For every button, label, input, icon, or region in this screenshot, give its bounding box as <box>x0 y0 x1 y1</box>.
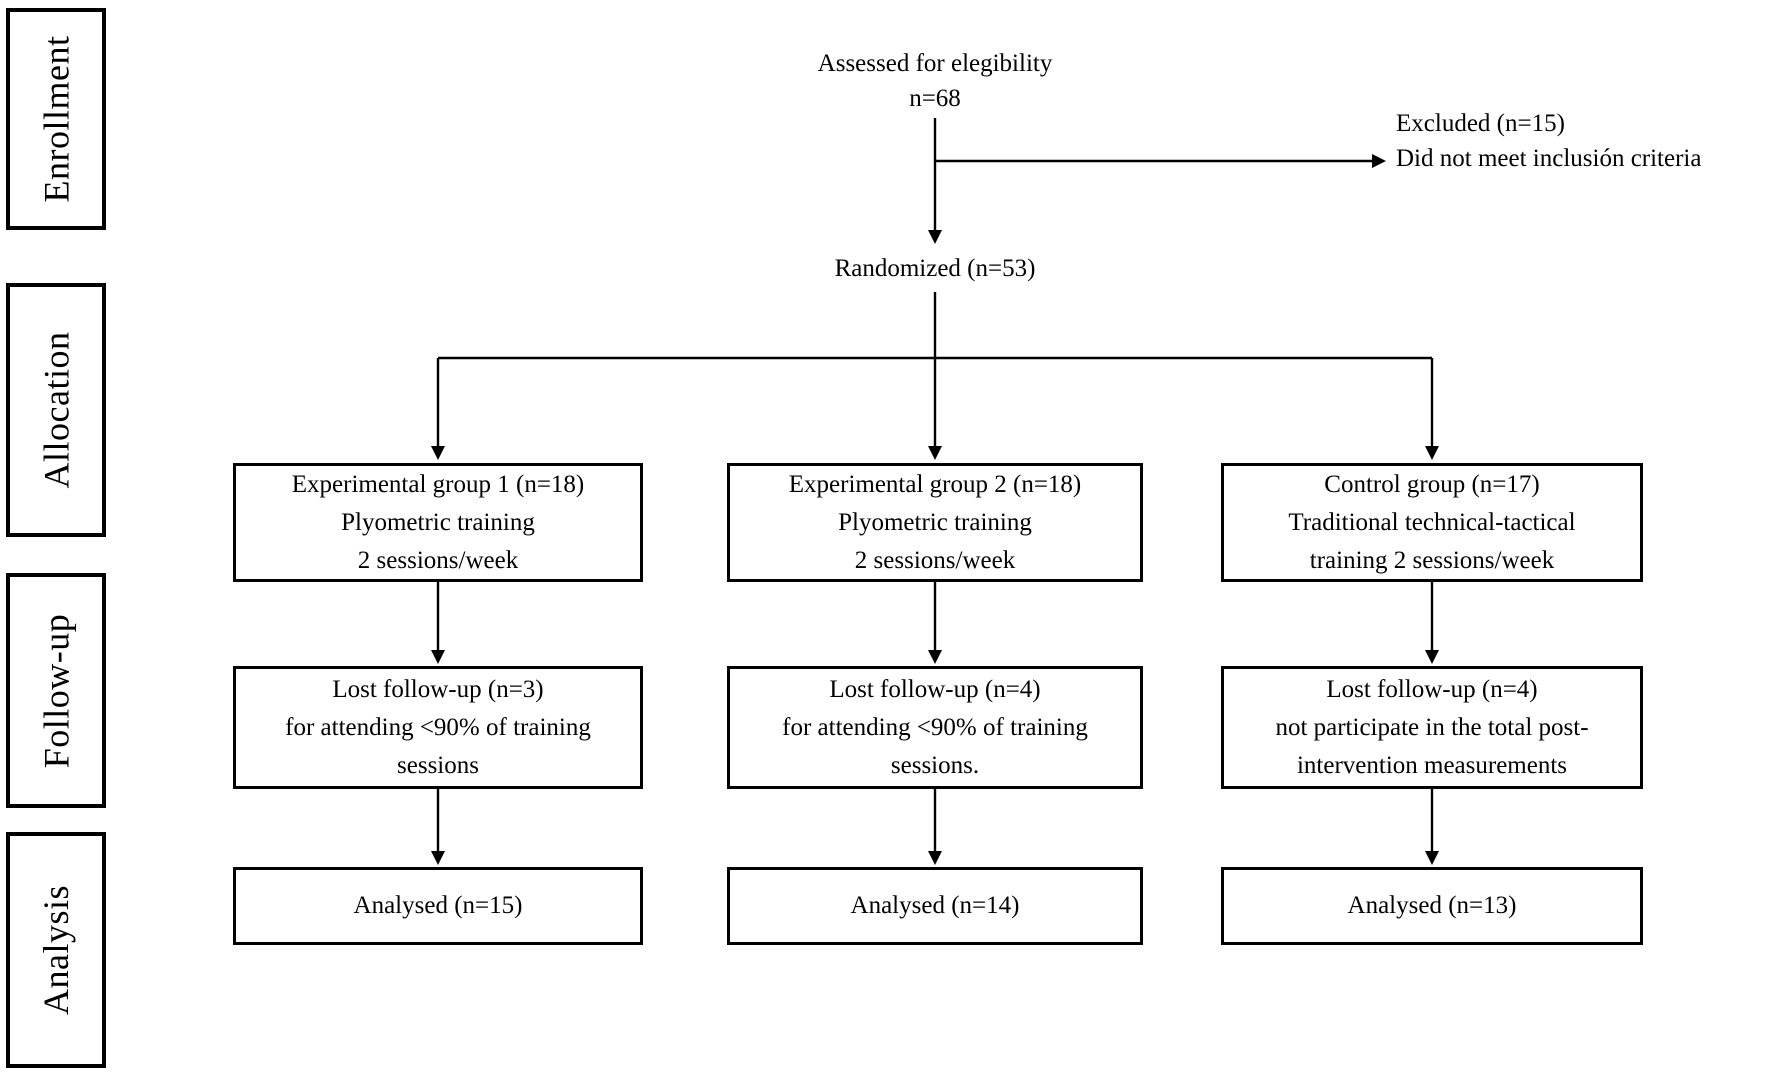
fu2-reason1: for attending <90% of training <box>782 713 1088 741</box>
fu1-reason1: for attending <90% of training <box>285 713 591 741</box>
exp1-intervention: Plyometric training <box>341 508 535 536</box>
control-title: Control group (n=17) <box>1324 470 1540 498</box>
arrow-followup3-to-analysis <box>1425 789 1439 865</box>
fu3-title: Lost follow-up (n=4) <box>1326 675 1538 703</box>
arrow-assessed-to-randomized <box>928 118 942 244</box>
flow-box-analysed-control: Analysed (n=13) <box>1221 867 1643 945</box>
flow-box-experimental-group-1: Experimental group 1 (n=18) Plyometric t… <box>233 463 643 582</box>
flow-box-lost-followup-exp1: Lost follow-up (n=3) for attending <90% … <box>233 666 643 789</box>
fu3-reason2: intervention measurements <box>1296 751 1568 779</box>
stage-box-allocation: Allocation <box>6 283 106 537</box>
stage-label-analysis: Analysis <box>36 885 76 1015</box>
fu1-reason2: sessions <box>397 751 479 779</box>
arrow-followup1-to-analysis <box>431 789 445 865</box>
analysed2-text: Analysed (n=14) <box>850 892 1020 919</box>
node-assessed-for-eligibility: Assessed for elegibility n=68 <box>635 46 1235 116</box>
stage-box-enrollment: Enrollment <box>6 8 106 230</box>
fu3-reason1: not participate in the total post- <box>1275 713 1589 741</box>
flow-box-analysed-exp2: Analysed (n=14) <box>727 867 1143 945</box>
arrow-control-to-followup <box>1425 582 1439 664</box>
exp2-frequency: 2 sessions/week <box>854 546 1016 574</box>
exp2-intervention: Plyometric training <box>838 508 1032 536</box>
control-intervention: Traditional technical-tactical <box>1288 508 1576 536</box>
control-frequency: training 2 sessions/week <box>1309 546 1555 574</box>
flow-box-lost-followup-exp2: Lost follow-up (n=4) for attending <90% … <box>727 666 1143 789</box>
exp2-title: Experimental group 2 (n=18) <box>788 470 1082 498</box>
arrow-split-to-exp1 <box>431 358 445 460</box>
node-excluded: Excluded (n=15) Did not meet inclusión c… <box>1396 106 1772 176</box>
arrow-exp2-to-followup <box>928 582 942 664</box>
node-randomized: Randomized (n=53) <box>635 251 1235 286</box>
analysed3-text: Analysed (n=13) <box>1347 892 1517 919</box>
exp1-frequency: 2 sessions/week <box>357 546 519 574</box>
fu2-reason2: sessions. <box>890 751 980 779</box>
flow-box-experimental-group-2: Experimental group 2 (n=18) Plyometric t… <box>727 463 1143 582</box>
flow-box-lost-followup-control: Lost follow-up (n=4) not participate in … <box>1221 666 1643 789</box>
arrow-to-excluded <box>935 154 1386 168</box>
fu1-title: Lost follow-up (n=3) <box>332 675 544 703</box>
arrow-exp1-to-followup <box>431 582 445 664</box>
stage-box-analysis: Analysis <box>6 832 106 1068</box>
fu2-title: Lost follow-up (n=4) <box>829 675 1041 703</box>
flow-box-control-group: Control group (n=17) Traditional technic… <box>1221 463 1643 582</box>
stage-label-allocation: Allocation <box>36 331 76 489</box>
exp1-title: Experimental group 1 (n=18) <box>291 470 585 498</box>
stage-label-followup: Follow-up <box>36 613 77 768</box>
excluded-reason: Did not meet inclusión criteria <box>1396 145 1702 172</box>
stage-box-followup: Follow-up <box>6 573 106 808</box>
stage-label-enrollment: Enrollment <box>36 35 76 203</box>
randomized-text: Randomized (n=53) <box>834 255 1036 282</box>
arrow-split-to-control <box>1425 358 1439 460</box>
arrow-randomized-to-exp2 <box>928 292 942 460</box>
excluded-line1: Excluded (n=15) <box>1396 110 1565 137</box>
analysed1-text: Analysed (n=15) <box>353 892 523 919</box>
arrow-followup2-to-analysis <box>928 789 942 865</box>
flow-box-analysed-exp1: Analysed (n=15) <box>233 867 643 945</box>
assessed-line1: Assessed for elegibility <box>817 50 1053 77</box>
assessed-count: n=68 <box>909 85 961 112</box>
